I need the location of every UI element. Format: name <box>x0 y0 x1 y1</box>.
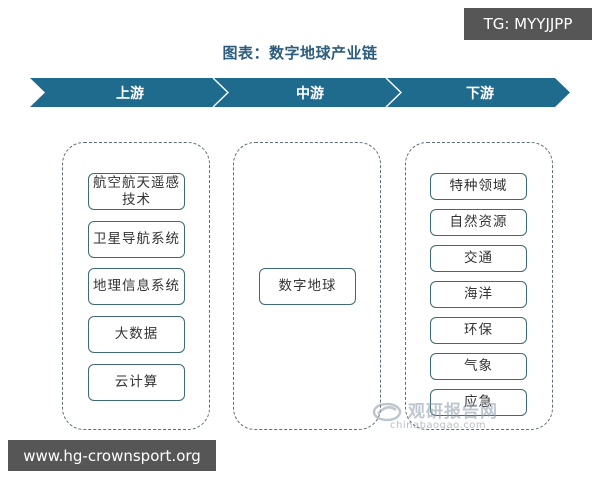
downstream-node: 海洋 <box>430 281 527 308</box>
upstream-node: 卫星导航系统 <box>88 221 185 258</box>
stage-label-downstream: 下游 <box>466 86 494 102</box>
upstream-node: 地理信息系统 <box>88 268 185 305</box>
downstream-node: 气象 <box>430 353 527 380</box>
stage-label-midstream: 中游 <box>296 86 324 102</box>
midstream-node: 数字地球 <box>259 268 356 305</box>
upstream-node: 大数据 <box>88 316 185 353</box>
upstream-node: 云计算 <box>88 364 185 401</box>
midstream-group <box>233 142 381 430</box>
upstream-node: 航空航天遥感技术 <box>88 173 185 210</box>
downstream-node: 特种领域 <box>430 173 527 200</box>
downstream-node: 环保 <box>430 317 527 344</box>
downstream-node: 自然资源 <box>430 209 527 236</box>
chevron-divider-icon <box>212 77 230 108</box>
tg-overlay-badge: TG: MYYJJPP <box>464 8 592 40</box>
upstream-group <box>62 142 210 430</box>
stage-label-upstream: 上游 <box>116 86 144 102</box>
downstream-node: 应急 <box>430 389 527 416</box>
diagram-title: 图表：数字地球产业链 <box>222 44 378 62</box>
downstream-node: 交通 <box>430 245 527 272</box>
url-overlay-badge[interactable]: www.hg-crownsport.org <box>8 440 216 471</box>
chevron-divider-icon <box>385 77 403 108</box>
downstream-group <box>405 142 553 430</box>
